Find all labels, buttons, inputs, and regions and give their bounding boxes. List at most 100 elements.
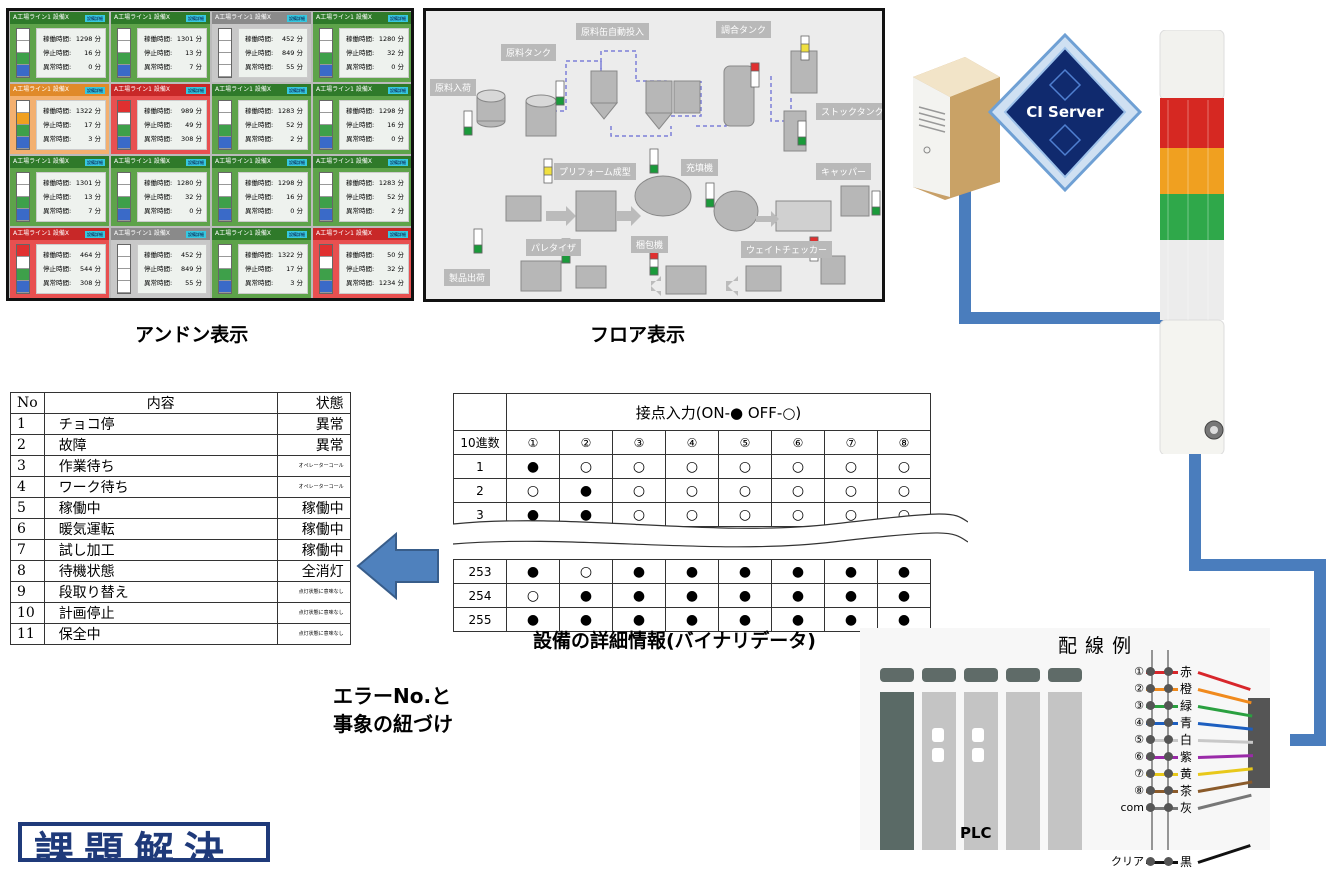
andon-tile[interactable]: A工場ライン1 設備X 設備詳細 稼働時間:50 分 停止時間:32 分 異常時… (312, 227, 411, 298)
equipment-detail-button[interactable]: 設備詳細 (186, 231, 206, 238)
table-row: 7 試し加工 稼働中 (10, 539, 351, 561)
equipment-detail-button[interactable]: 設備詳細 (287, 15, 307, 22)
equipment-detail-button[interactable]: 設備詳細 (388, 87, 408, 94)
wire-line (1146, 807, 1178, 810)
error-content: 暖気運転 (43, 518, 278, 540)
terminal-dot-icon (1164, 701, 1173, 710)
error-no: 9 (10, 581, 45, 603)
error-state: 点灯状態に意味なし (276, 581, 351, 603)
andon-tile[interactable]: A工場ライン1 設備X 設備詳細 稼働時間:1298 分 停止時間:16 分 異… (9, 11, 110, 83)
contact-state: ● (718, 583, 772, 608)
decimal-header: 10進数 (453, 430, 507, 455)
input-header: ⑤ (718, 430, 772, 455)
stop-time-value: 52 (286, 121, 295, 129)
unit: 分 (94, 279, 102, 287)
error-time-value: 55 (286, 63, 295, 71)
run-time-label: 稼働時間: (144, 107, 173, 115)
andon-tile-title: A工場ライン1 設備X (111, 12, 210, 24)
stop-time-value: 16 (387, 121, 396, 129)
contact-state: ● (506, 607, 560, 632)
andon-tile[interactable]: A工場ライン1 設備X 設備詳細 稼働時間:1280 分 停止時間:32 分 異… (110, 155, 211, 227)
stop-time-label: 停止時間: (43, 265, 72, 273)
andon-tile[interactable]: A工場ライン1 設備X 設備詳細 稼働時間:452 分 停止時間:849 分 異… (211, 11, 312, 83)
unit: 分 (397, 279, 405, 287)
equipment-detail-button[interactable]: 設備詳細 (388, 15, 408, 22)
run-time-value: 464 (80, 251, 93, 259)
contact-state: ● (824, 583, 878, 608)
decimal-value: 254 (453, 583, 507, 608)
column-header: No (10, 392, 45, 414)
wire-color-label: 灰 (1180, 801, 1193, 815)
andon-tile[interactable]: A工場ライン1 設備X 設備詳細 稼働時間:1301 分 停止時間:13 分 異… (110, 11, 211, 83)
andon-tile-title: A工場ライン1 設備X (10, 12, 109, 24)
table-row: 2 故障 異常 (10, 434, 351, 456)
andon-tile-stats: 稼働時間:50 分 停止時間:32 分 異常時間:1234 分 (339, 244, 409, 294)
andon-caption: アンドン表示 (135, 324, 249, 346)
andon-tile-stats: 稼働時間:1301 分 停止時間:13 分 異常時間:7 分 (36, 172, 106, 222)
input-header: ⑥ (771, 430, 825, 455)
run-time-value: 1283 (378, 179, 396, 187)
error-no: 6 (10, 518, 45, 540)
andon-tile[interactable]: A工場ライン1 設備X 設備詳細 稼働時間:1298 分 停止時間:16 分 異… (312, 83, 411, 155)
wire-line (1197, 722, 1253, 731)
andon-tile[interactable]: A工場ライン1 設備X 設備詳細 稼働時間:1283 分 停止時間:52 分 異… (312, 155, 411, 227)
wire-color-label: 橙 (1180, 682, 1193, 696)
contact-state: ○ (506, 583, 560, 608)
equipment-detail-button[interactable]: 設備詳細 (388, 159, 408, 166)
signal-lamp-icon (319, 28, 333, 78)
contact-state: ● (771, 583, 825, 608)
equipment-detail-button[interactable]: 設備詳細 (287, 159, 307, 166)
error-content: 保全中 (43, 623, 278, 645)
andon-tile-stats: 稼働時間:1322 分 停止時間:17 分 異常時間:3 分 (36, 100, 106, 150)
andon-tile-stats: 稼働時間:1280 分 停止時間:32 分 異常時間:0 分 (339, 28, 409, 78)
decimal-value: 2 (453, 478, 507, 503)
equipment-detail-button[interactable]: 設備詳細 (287, 231, 307, 238)
solution-box-text: 課題解決 (34, 829, 234, 862)
equipment-detail-button[interactable]: 設備詳細 (186, 159, 206, 166)
unit: 分 (296, 265, 304, 273)
andon-tile[interactable]: A工場ライン1 設備X 設備詳細 稼働時間:1322 分 停止時間:17 分 異… (9, 83, 110, 155)
wiring-terminal: クリア (1111, 855, 1144, 868)
equipment-detail-button[interactable]: 設備詳細 (85, 159, 105, 166)
server-tower-icon (913, 57, 1000, 200)
equipment-detail-button[interactable]: 設備詳細 (186, 15, 206, 22)
andon-tile[interactable]: A工場ライン1 設備X 設備詳細 稼働時間:989 分 停止時間:49 分 異常… (110, 83, 211, 155)
wire-color-label: 黄 (1180, 767, 1193, 781)
andon-tile[interactable]: A工場ライン1 設備X 設備詳細 稼働時間:1283 分 停止時間:52 分 異… (211, 83, 312, 155)
error-time-value: 0 (88, 63, 93, 71)
andon-tile[interactable]: A工場ライン1 設備X 設備詳細 稼働時間:452 分 停止時間:849 分 異… (110, 227, 211, 298)
contact-state: ○ (824, 478, 878, 503)
unit: 分 (94, 179, 102, 187)
andon-tile[interactable]: A工場ライン1 設備X 設備詳細 稼働時間:464 分 停止時間:544 分 異… (9, 227, 110, 298)
unit: 分 (397, 63, 405, 71)
column-header: 内容 (43, 392, 278, 414)
unit: 分 (195, 63, 203, 71)
equipment-detail-button[interactable]: 設備詳細 (287, 87, 307, 94)
error-time-value: 7 (88, 207, 93, 215)
floor-label: パレタイザ (526, 239, 582, 256)
equipment-detail-button[interactable]: 設備詳細 (388, 231, 408, 238)
error-time-label: 異常時間: (144, 279, 173, 287)
stop-time-value: 16 (84, 49, 93, 57)
andon-tile-title: A工場ライン1 設備X (313, 12, 411, 24)
stop-time-label: 停止時間: (144, 193, 173, 201)
unit: 分 (397, 193, 405, 201)
equipment-detail-button[interactable]: 設備詳細 (85, 87, 105, 94)
andon-tile[interactable]: A工場ライン1 設備X 設備詳細 稼働時間:1301 分 停止時間:13 分 異… (9, 155, 110, 227)
andon-tile[interactable]: A工場ライン1 設備X 設備詳細 稼働時間:1280 分 停止時間:32 分 異… (312, 11, 411, 83)
unit: 分 (195, 121, 203, 129)
contact-state: ○ (506, 478, 560, 503)
error-content: チョコ停 (43, 413, 278, 435)
andon-panel: A工場ライン1 設備X 設備詳細 稼働時間:1298 分 停止時間:16 分 異… (6, 8, 414, 301)
wiring-row: ⑥ 紫 (1088, 749, 1268, 765)
equipment-detail-button[interactable]: 設備詳細 (186, 87, 206, 94)
andon-tile[interactable]: A工場ライン1 設備X 設備詳細 稼働時間:1298 分 停止時間:16 分 異… (211, 155, 312, 227)
equipment-detail-button[interactable]: 設備詳細 (85, 15, 105, 22)
contact-state: ○ (771, 454, 825, 479)
andon-tile[interactable]: A工場ライン1 設備X 設備詳細 稼働時間:1322 分 停止時間:17 分 異… (211, 227, 312, 298)
wiring-row: com 灰 (1088, 793, 1268, 816)
run-time-value: 989 (181, 107, 194, 115)
equipment-detail-button[interactable]: 設備詳細 (85, 231, 105, 238)
ci-server-label: CI Server (1026, 103, 1104, 121)
andon-tile-title: A工場ライン1 設備X (212, 12, 311, 24)
